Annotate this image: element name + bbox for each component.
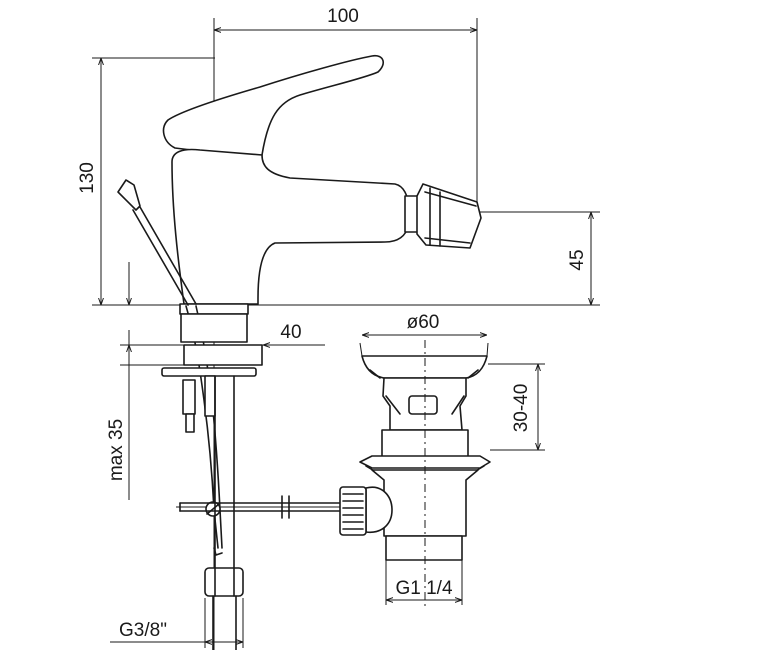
extension-lines: [92, 18, 600, 650]
faucet-body: [162, 54, 482, 315]
dim-width-top: 100: [327, 6, 359, 27]
dimension-labels: 100 130 45 40 max 35 ø60 30-40 G1 1/4 G3…: [77, 6, 588, 641]
mounting-stem: [161, 313, 263, 650]
dim-spout-height: 45: [567, 249, 588, 270]
dim-supply-thread: G3/8": [119, 620, 167, 641]
connecting-rod: [179, 495, 341, 519]
dim-base-width: 40: [280, 322, 301, 343]
dim-height-total: 130: [77, 162, 98, 194]
dim-waste-diameter: ø60: [407, 312, 440, 333]
dim-waste-thread: G1 1/4: [395, 578, 452, 599]
dim-waste-range: 30-40: [511, 384, 532, 433]
dim-max-deck: max 35: [106, 419, 127, 481]
waste-assembly: [339, 340, 491, 610]
dimension-lines: [101, 30, 591, 642]
